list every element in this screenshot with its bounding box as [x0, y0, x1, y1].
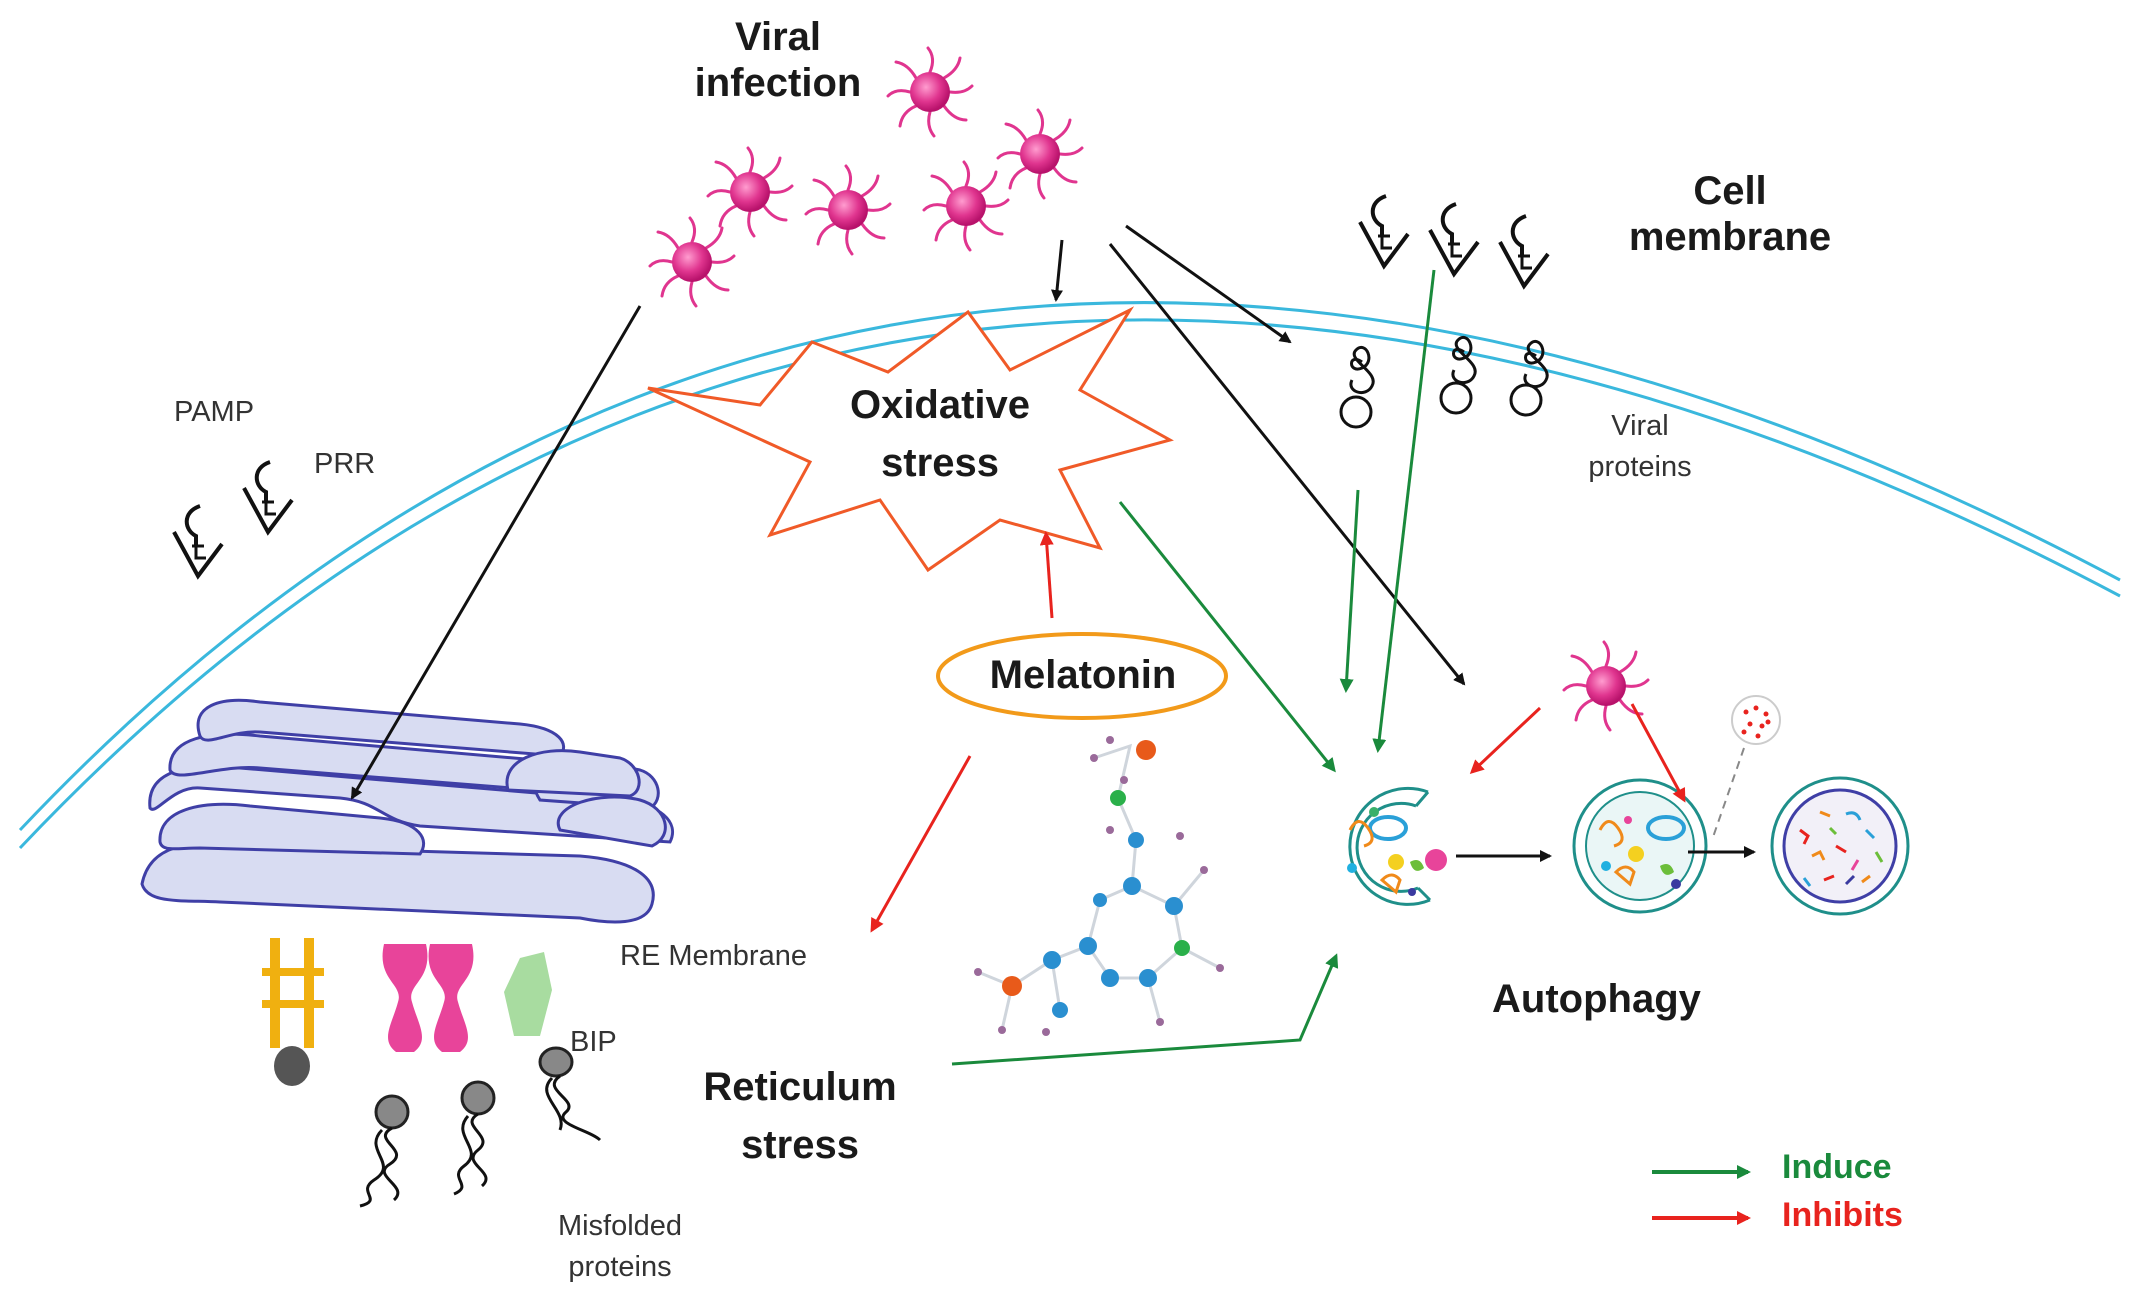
oxidative-stress-line2: stress [881, 441, 999, 485]
reticulum-stress-label: Reticulum stress [670, 1058, 930, 1174]
autophagy-label: Autophagy [1492, 977, 1701, 1021]
legend-induce-label: Induce [1782, 1148, 1892, 1186]
viral-proteins-label: Viral proteins [1560, 406, 1720, 487]
viral-proteins-icon [1339, 335, 1549, 429]
re-membrane-label: RE Membrane [620, 940, 807, 972]
viral-infection-label: Viral infection [668, 14, 888, 106]
misfolded-proteins-line1: Misfolded [557, 1210, 683, 1242]
autophagosome-icon [1572, 778, 1708, 914]
endoplasmic-reticulum-icon [140, 698, 674, 924]
phagophore-icon [1347, 786, 1447, 906]
reticulum-stress-line2: stress [741, 1123, 859, 1167]
lysosome-enzymes-icon [1711, 695, 1781, 841]
cell-membrane-label: Cell membrane [1600, 168, 1860, 260]
prr-label: PRR [314, 448, 376, 480]
viral-proteins-line2: proteins [1588, 450, 1692, 483]
er-membrane-receptors-icon [262, 938, 552, 1086]
melatonin-ellipse [936, 632, 1228, 720]
black-arrows [350, 224, 1756, 862]
melatonin-label: Melatonin [989, 653, 1177, 697]
legend-inhibit-label: Inhibits [1782, 1196, 1903, 1234]
oxidative-stress-label: Oxidative stress [810, 376, 1070, 492]
bip-label: BIP [570, 1026, 617, 1058]
viral-proteins-line1: Viral [1611, 410, 1669, 442]
reticulum-stress-line1: Reticulum [703, 1065, 897, 1109]
cell-membrane-line2: membrane [1628, 215, 1832, 259]
pamp-prr-receptor-icon [172, 460, 294, 578]
melatonin-molecule-icon [974, 736, 1224, 1036]
oxidative-stress-star-icon [647, 306, 1174, 573]
induce-arrows [951, 269, 1436, 1066]
inhibit-arrows [870, 531, 1686, 933]
misfolded-proteins-label: Misfolded proteins [520, 1206, 720, 1287]
misfolded-proteins-line2: proteins [568, 1250, 672, 1283]
autolysosome-icon [1770, 776, 1910, 916]
cell-membrane-line1: Cell [1693, 169, 1767, 213]
membrane-receptor-icon [1358, 194, 1550, 288]
pamp-label: PAMP [174, 396, 255, 428]
free-virus-icon [1562, 640, 1650, 732]
oxidative-stress-line1: Oxidative [849, 383, 1031, 427]
viral-infection-line2: infection [694, 61, 862, 105]
misfolded-proteins-icon [359, 1046, 602, 1208]
viral-infection-line1: Viral [735, 15, 821, 59]
